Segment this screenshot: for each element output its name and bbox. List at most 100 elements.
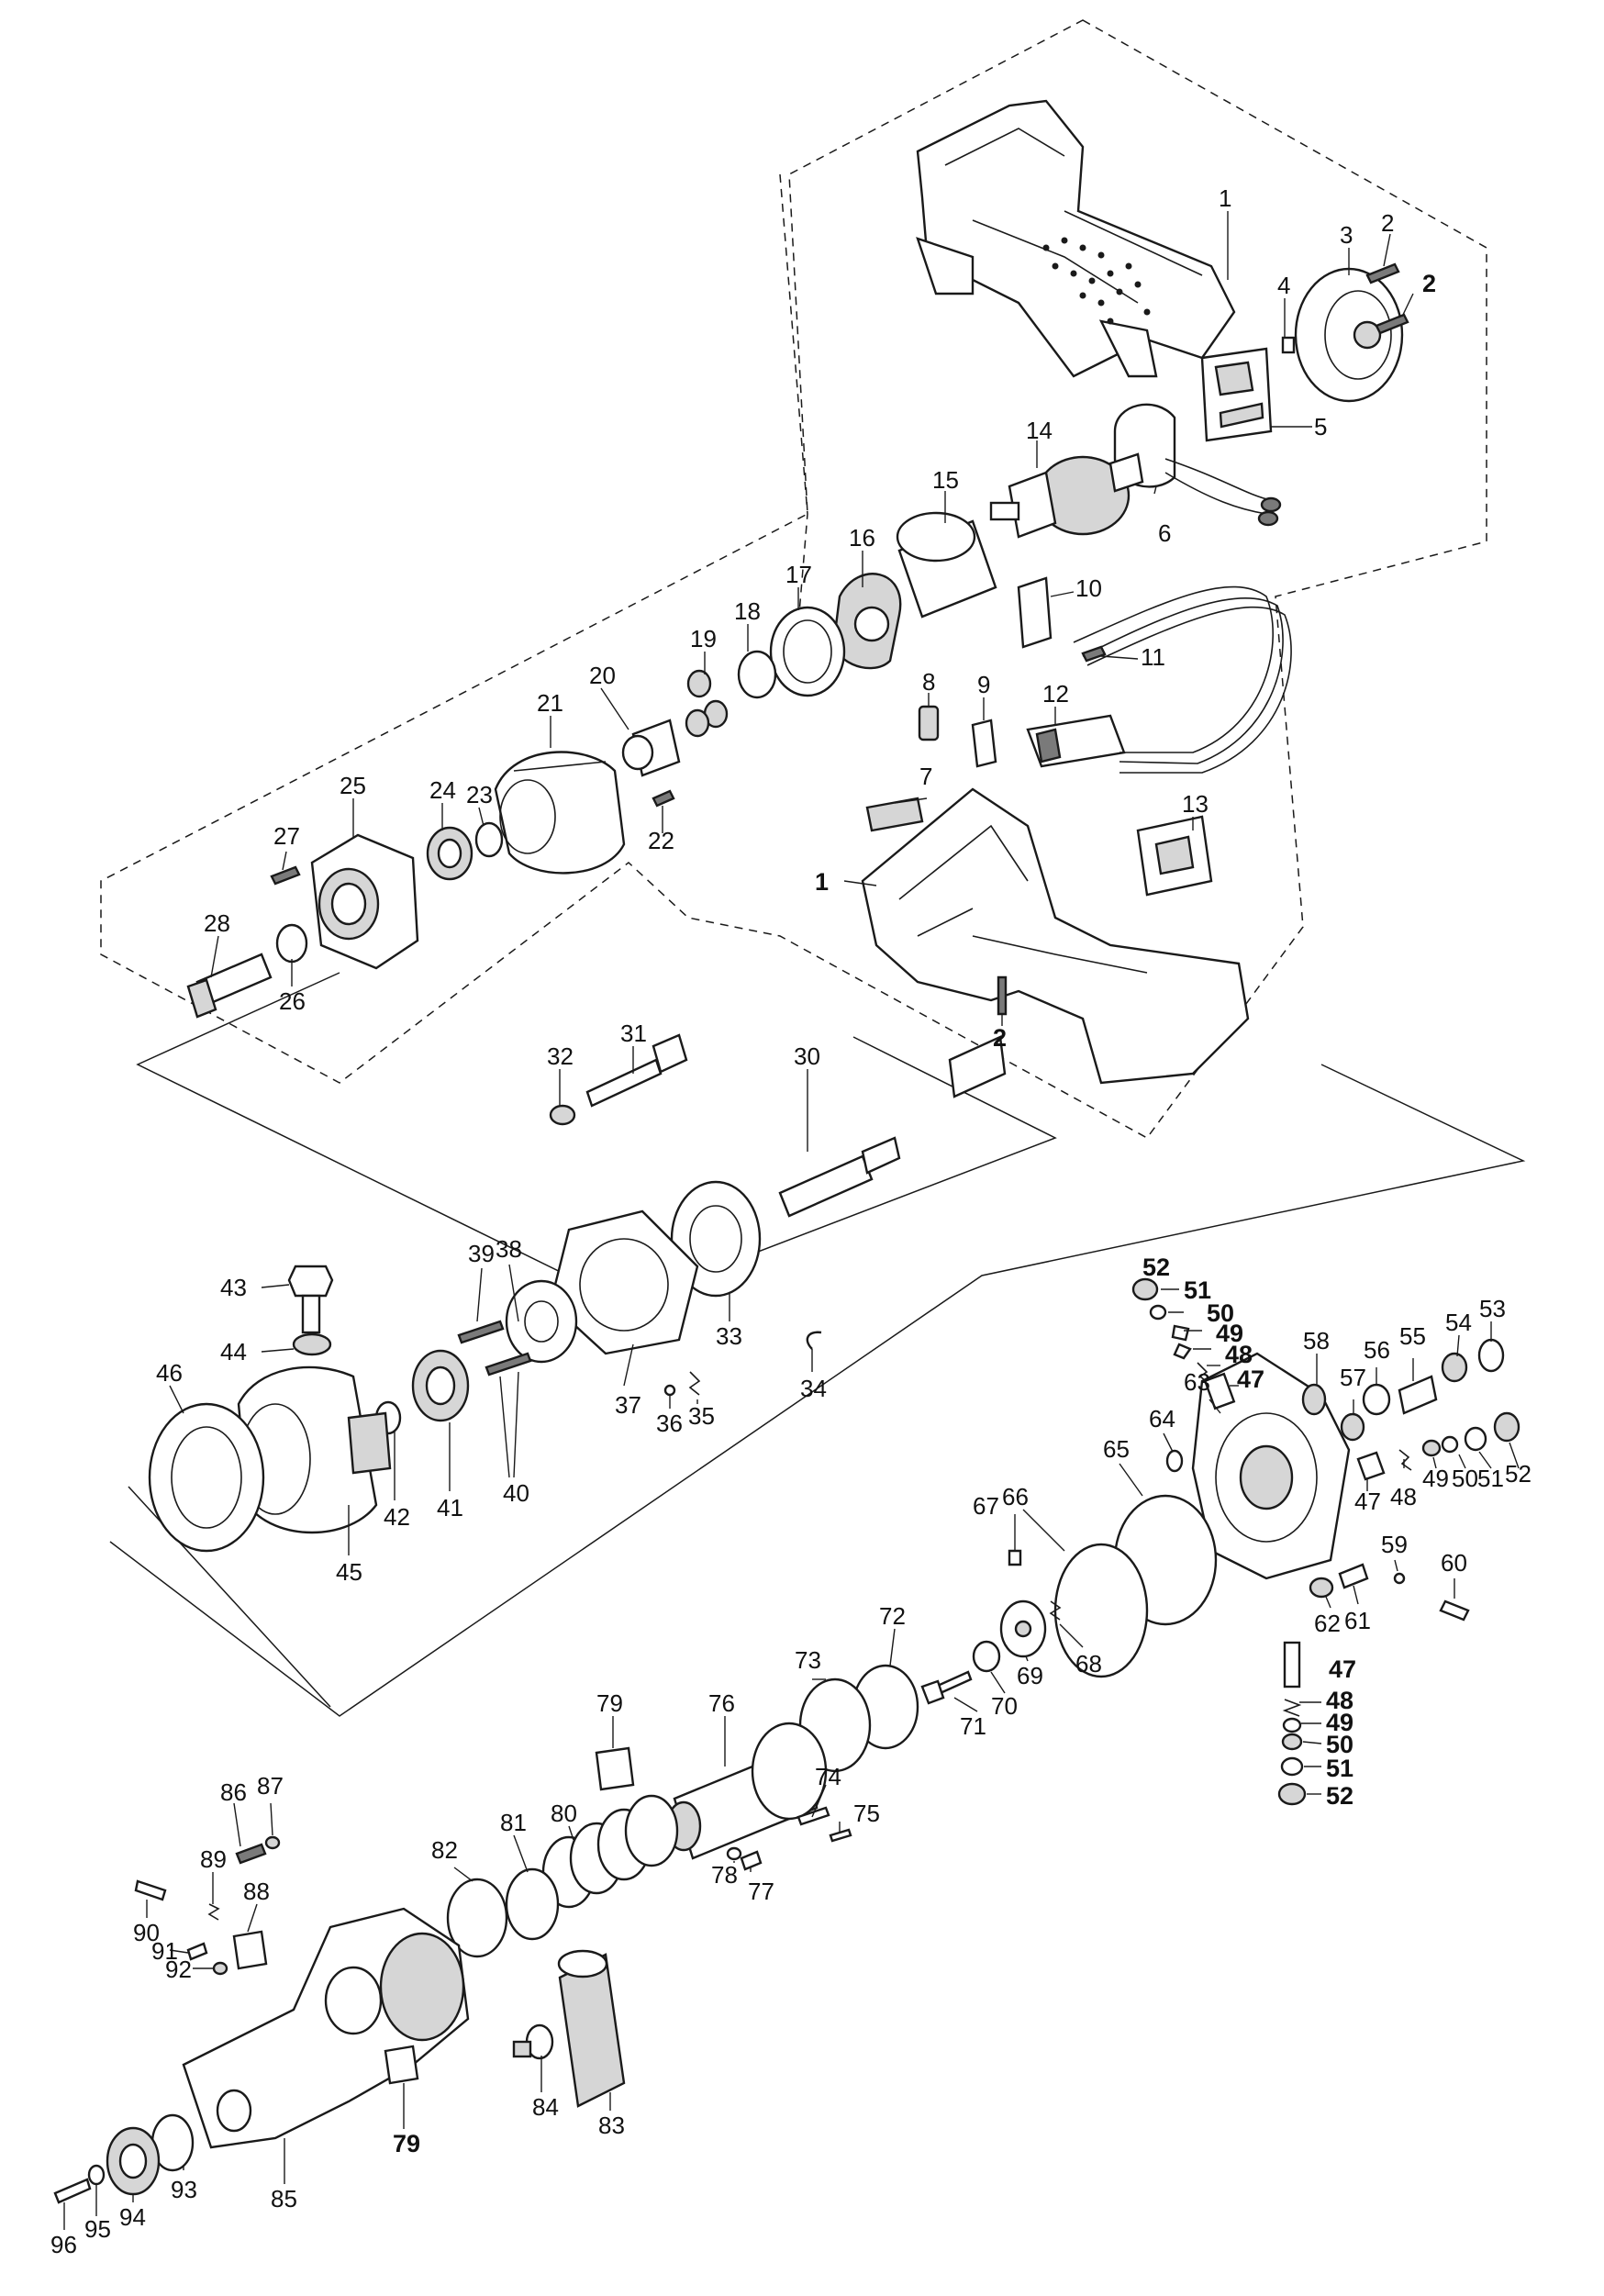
screw-60: [1439, 1599, 1470, 1622]
callout-18: 18: [734, 597, 761, 625]
screw-2-lower: [997, 975, 1008, 1016]
callout-28: 28: [204, 909, 230, 937]
shaft-30: [778, 1136, 901, 1218]
seal-26: [275, 923, 308, 964]
screw-2b: [1375, 313, 1409, 335]
screws-39-40: [457, 1320, 532, 1376]
callout-46: 46: [156, 1359, 183, 1387]
clip-34: [806, 1331, 822, 1350]
callout-89: 89: [200, 1845, 227, 1873]
callout-53: 53: [1479, 1295, 1506, 1322]
callout-38: 38: [496, 1235, 522, 1263]
plug-94: [106, 2126, 161, 2196]
callout-45: 45: [336, 1558, 362, 1586]
callout-54: 54: [1445, 1309, 1472, 1336]
callout-47-bottom: 47: [1329, 1655, 1356, 1683]
callout-25: 25: [340, 772, 366, 799]
pin-59: [1393, 1572, 1406, 1585]
callout-68: 68: [1075, 1650, 1102, 1677]
washer-78: [726, 1846, 742, 1861]
wire-harness: [1073, 585, 1292, 774]
callout-65: 65: [1103, 1435, 1130, 1463]
front-housing-25: [310, 833, 419, 970]
callout-94: 94: [119, 2203, 146, 2231]
screw-77: [740, 1850, 763, 1871]
callout-41: 41: [437, 1494, 463, 1521]
callout-4: 4: [1277, 272, 1290, 299]
nameplate: [948, 1035, 1007, 1098]
callout-13: 13: [1182, 790, 1209, 818]
callout-50-top: 50: [1207, 1299, 1234, 1327]
motor-housing-45: [237, 1365, 392, 1534]
callout-62: 62: [1314, 1610, 1341, 1637]
carrier-20: [621, 719, 681, 777]
callout-56: 56: [1364, 1336, 1390, 1364]
screw-96: [53, 2178, 92, 2204]
pin-4: [1281, 336, 1296, 354]
battery-terminal-13: [1136, 815, 1213, 897]
callout-58: 58: [1303, 1327, 1330, 1354]
valve-62: [1309, 1577, 1334, 1599]
callout-48-top: 48: [1225, 1341, 1253, 1368]
callout-50-right: 50: [1452, 1465, 1478, 1492]
frame-middle-group: [109, 1064, 1526, 1717]
callout-95: 95: [84, 2215, 111, 2243]
washer-92: [212, 1961, 228, 1976]
callout-42: 42: [384, 1503, 410, 1531]
callout-48-bottom: 48: [1326, 1687, 1353, 1714]
gear-housing-21: [494, 751, 626, 875]
rear-cover: [1294, 267, 1404, 403]
callout-51-bottom: 51: [1326, 1755, 1353, 1782]
disc-69: [999, 1599, 1047, 1658]
callout-50-bottom: 50: [1326, 1731, 1353, 1758]
rotor-14: [989, 452, 1144, 539]
callout-15: 15: [932, 466, 959, 494]
housing-lower: [861, 787, 1250, 1085]
bolt-43: [287, 1265, 334, 1334]
callout-90: 90: [133, 1919, 160, 1946]
callout-40: 40: [503, 1479, 529, 1507]
callout-49-top: 49: [1216, 1320, 1243, 1347]
label-plate-7: [865, 797, 924, 832]
leader-lines: [63, 211, 1520, 2230]
callout-24: 24: [429, 776, 456, 804]
callout-92: 92: [165, 1956, 192, 1983]
callout-35: 35: [688, 1402, 715, 1430]
callout-5: 5: [1314, 413, 1327, 440]
callout-88: 88: [243, 1878, 270, 1905]
callout-69: 69: [1017, 1662, 1043, 1689]
callout-1: 1: [1219, 184, 1231, 212]
flange-38: [505, 1279, 578, 1364]
callout-labels: 1 2 2 3 4 5 6 14 15 16 10 11 17 18 19 20…: [50, 184, 1532, 2258]
screw-11: [1081, 645, 1107, 663]
magnet-sleeve-15: [896, 511, 997, 619]
callout-37: 37: [615, 1391, 641, 1419]
callout-73: 73: [795, 1646, 821, 1674]
callout-49-bottom: 49: [1326, 1709, 1353, 1736]
callout-17: 17: [785, 561, 812, 588]
planet-gears-19: [685, 669, 729, 738]
screw-61: [1338, 1563, 1369, 1589]
callout-31: 31: [620, 1020, 647, 1047]
callout-57: 57: [1340, 1364, 1366, 1391]
callout-78: 78: [711, 1861, 738, 1889]
motor-bracket-16: [832, 573, 902, 670]
callout-75: 75: [853, 1800, 880, 1827]
callout-22: 22: [648, 827, 674, 854]
callout-80: 80: [551, 1800, 577, 1827]
callout-85: 85: [271, 2185, 297, 2212]
callout-6: 6: [1158, 519, 1171, 547]
callout-93: 93: [171, 2176, 197, 2203]
oring-64: [1165, 1449, 1184, 1473]
callout-27: 27: [273, 822, 300, 850]
callout-66: 66: [1002, 1483, 1029, 1510]
callout-72: 72: [879, 1602, 906, 1630]
callout-10: 10: [1075, 574, 1102, 602]
callout-67: 67: [973, 1492, 999, 1520]
callout-76: 76: [708, 1689, 735, 1717]
callout-1-bold: 1: [815, 868, 829, 896]
housing-grip-dots: [1042, 237, 1151, 325]
callout-2-bold: 2: [1422, 270, 1436, 297]
pin-75: [829, 1828, 852, 1843]
